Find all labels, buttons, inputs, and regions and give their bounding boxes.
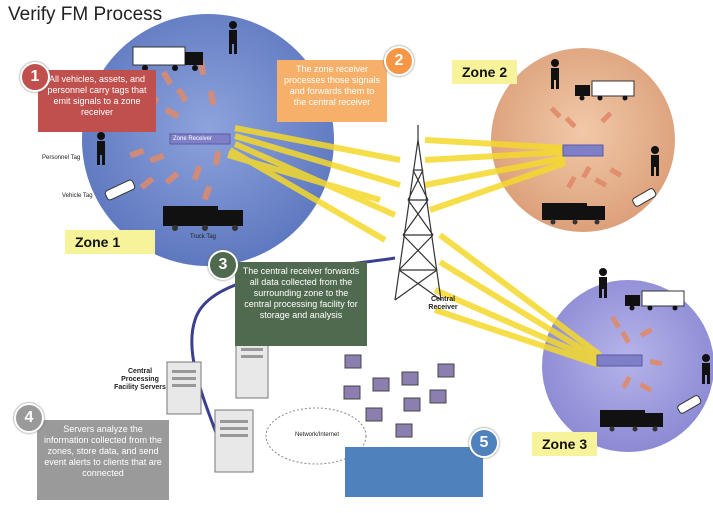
step-5-callout — [345, 447, 483, 497]
step-5-badge: 5 — [469, 428, 499, 458]
car-icon — [632, 188, 657, 207]
central-receiver-label: Central Receiver — [428, 296, 458, 311]
truck-icon — [575, 80, 635, 101]
network-label: Network/Internet — [295, 432, 340, 438]
truck-icon — [625, 290, 685, 311]
client-computers — [343, 354, 455, 438]
central-tower — [394, 125, 442, 301]
vehicle-tag-label: Vehicle Tag — [62, 193, 93, 199]
car-icon — [104, 179, 136, 201]
signal-beams-zone1 — [227, 125, 401, 243]
signal-beams-zone3 — [433, 232, 602, 368]
signal-beams-zone2 — [424, 137, 566, 213]
zone1-receiver — [169, 133, 231, 145]
step-4-callout: Servers analyze the information collecte… — [37, 420, 169, 500]
person-icon — [229, 21, 237, 54]
server-icon — [166, 361, 202, 415]
server-icon — [214, 409, 254, 473]
truck-icon — [542, 203, 605, 225]
step-4-badge: 4 — [14, 403, 44, 433]
truck-icon — [600, 410, 663, 432]
zone2-receiver — [562, 144, 604, 157]
truck-icon — [163, 206, 243, 231]
step-1-callout: All vehicles, assets, and personnel carr… — [38, 70, 156, 132]
step-3-badge: 3 — [208, 250, 238, 280]
zone-label: Zone 2 — [452, 60, 518, 84]
truck-tag-label: Truck Tag — [190, 234, 217, 240]
tag-waves-zone2 — [549, 106, 623, 189]
person-icon — [97, 132, 105, 165]
person-icon — [702, 354, 710, 384]
step-1-badge: 1 — [20, 62, 50, 92]
network-cloud — [265, 407, 367, 465]
page-title: Verify FM Process — [8, 4, 163, 25]
zone-label: Zone 1 — [65, 230, 155, 254]
person-icon — [599, 268, 607, 298]
zone3-receiver — [596, 354, 643, 367]
step-2-badge: 2 — [384, 46, 414, 76]
central-processing-label: Central Processing Facility Servers — [114, 368, 166, 391]
car-icon — [677, 395, 702, 414]
truck-icon — [132, 46, 203, 71]
person-icon — [651, 146, 659, 176]
step-2-callout: The zone receiver processes those signal… — [277, 60, 387, 122]
person-icon — [551, 59, 559, 89]
step-3-callout: The central receiver forwards all data c… — [235, 262, 367, 346]
zone-receiver-label: Zone Receiver — [173, 136, 213, 142]
personnel-tag-label: Personnel Tag — [42, 155, 81, 161]
server-icon — [235, 339, 269, 399]
zone-label: Zone 3 — [532, 432, 598, 456]
tag-waves-zone3 — [610, 315, 663, 393]
